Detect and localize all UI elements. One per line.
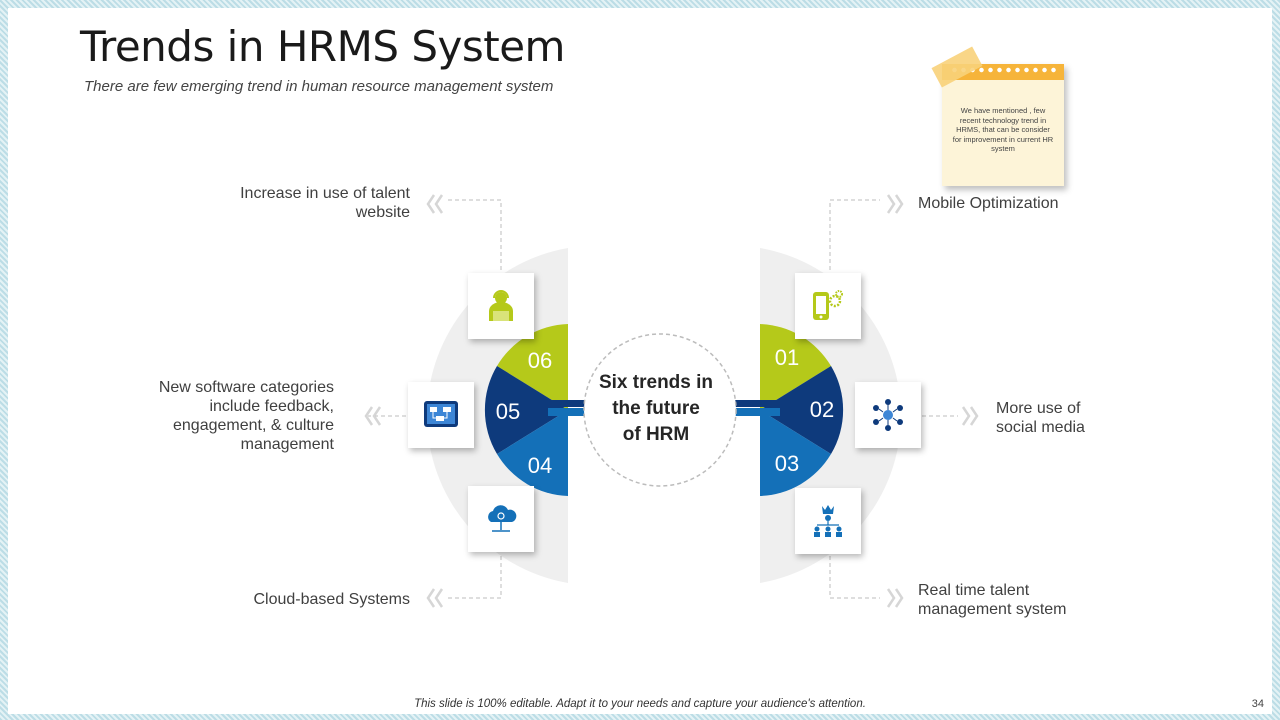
right-connector-bottom (720, 408, 780, 416)
segment-02 (760, 366, 844, 454)
segment-05 (484, 366, 568, 454)
note-paper (942, 64, 1064, 186)
chevron-03-icon (886, 588, 904, 608)
leader-04 (448, 556, 502, 599)
page-number: 34 (1251, 698, 1264, 710)
operator-icon (489, 290, 513, 321)
trend-label-02: More use of social media (996, 399, 1196, 437)
leader-01 (829, 199, 880, 270)
trend-number-01: 01 (774, 345, 800, 370)
chevron-04-icon (426, 588, 444, 608)
left-connector-top (548, 400, 608, 407)
trend-label-02-line2: social media (996, 419, 1085, 436)
icon-box-03 (795, 488, 861, 554)
social-network-icon (873, 399, 903, 431)
trend-label-03-line2: management system (918, 601, 1067, 618)
chevron-02-icon (961, 406, 979, 426)
sticky-note: We have mentioned , few recent technolog… (931, 46, 1064, 186)
trend-number-04: 04 (527, 453, 553, 478)
icon-box-05 (408, 382, 474, 448)
slide: Trends in HRMS System There are few emer… (8, 8, 1272, 714)
chevron-05-icon (364, 406, 382, 426)
page-subtitle: There are few emerging trend in human re… (84, 78, 554, 95)
trend-number-05: 05 (495, 399, 521, 424)
footer-text: This slide is 100% editable. Adapt it to… (414, 698, 866, 710)
trend-label-01: Mobile Optimization (918, 194, 1158, 213)
software-dashboard-icon (424, 401, 458, 427)
trend-label-03-line1: Real time talent (918, 582, 1030, 599)
leader-06 (448, 199, 502, 270)
trend-label-05-line3: engagement, & culture (173, 417, 334, 434)
icon-box-04 (468, 486, 534, 552)
page-title: Trends in HRMS System (80, 22, 565, 71)
center-label: Six trends in the future of HRM (588, 370, 724, 448)
trend-label-04-line1: Cloud-based Systems (253, 591, 410, 608)
trend-label-05-line2: include feedback, (209, 398, 334, 415)
trend-label-06-line2: website (355, 204, 410, 221)
trend-number-03: 03 (774, 451, 800, 476)
note-text: We have mentioned , few recent technolog… (952, 106, 1054, 153)
segment-06 (497, 324, 568, 410)
right-connector-top (720, 400, 780, 407)
trend-label-05-line1: New software categories (158, 379, 334, 396)
segment-01 (760, 324, 831, 410)
trend-label-05-line4: management (240, 436, 334, 453)
cloud-icon (488, 505, 517, 532)
trend-label-01-line1: Mobile Optimization (918, 195, 1059, 212)
mobile-gear-icon (813, 290, 843, 320)
center-circle (583, 333, 737, 487)
icon-box-06 (468, 273, 534, 339)
center-line-2: the future (612, 398, 700, 419)
note-rings (950, 66, 1056, 74)
trend-number-02: 02 (809, 397, 835, 422)
chevron-06-icon (426, 194, 444, 214)
icon-box-02 (855, 382, 921, 448)
segment-03 (760, 410, 831, 496)
trend-label-06-line1: Increase in use of talent (240, 185, 410, 202)
trend-label-02-line1: More use of (996, 400, 1081, 417)
trend-label-06: Increase in use of talent website (188, 184, 410, 222)
left-connector-bottom (548, 408, 608, 416)
talent-hierarchy-icon (814, 505, 842, 537)
trend-label-05: New software categories include feedback… (112, 378, 334, 454)
leader-03 (829, 556, 880, 599)
trend-label-04: Cloud-based Systems (188, 590, 410, 609)
segment-04 (497, 410, 568, 496)
trend-label-03: Real time talent management system (918, 581, 1158, 619)
trend-number-06: 06 (527, 348, 553, 373)
center-line-3: of HRM (622, 424, 690, 445)
chevron-01-icon (886, 194, 904, 214)
icon-box-01 (795, 273, 861, 339)
center-line-1: Six trends in (598, 372, 714, 393)
